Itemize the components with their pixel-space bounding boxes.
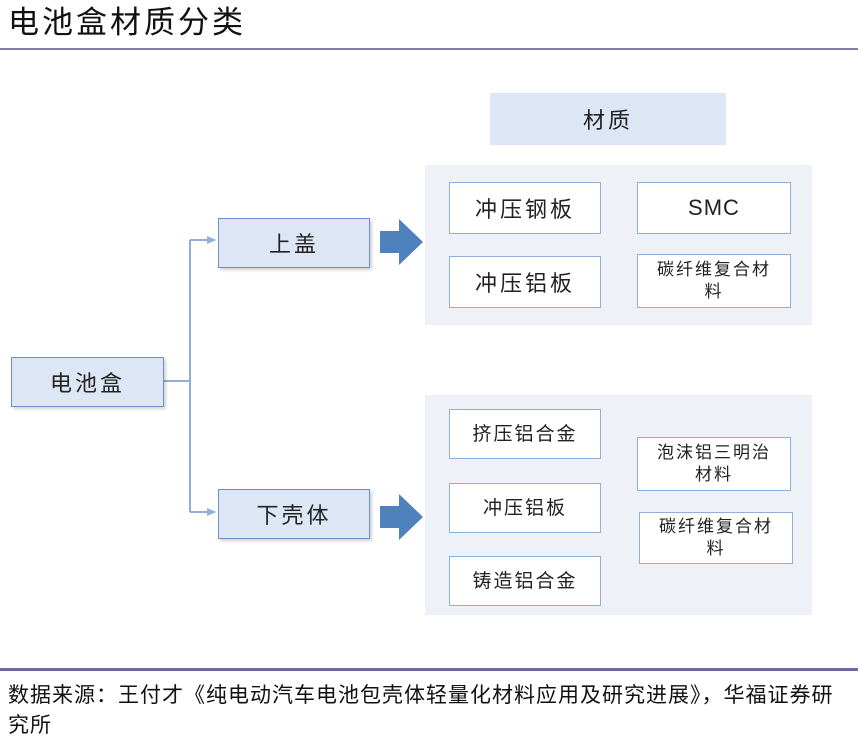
material-header: 材质	[490, 93, 726, 145]
material-item: 泡沫铝三明治材料	[637, 437, 791, 491]
material-item: 铸造铝合金	[449, 556, 601, 606]
material-item: 冲压铝板	[449, 483, 601, 533]
source-note: 数据来源：王付才《纯电动汽车电池包壳体轻量化材料应用及研究进展》，华福证券研究所	[8, 683, 834, 737]
lower-block-arrow	[380, 494, 423, 540]
material-item: 碳纤维复合材料	[637, 254, 791, 308]
title-divider	[0, 48, 858, 50]
page-title: 电池盒材质分类	[8, 5, 246, 41]
source-divider	[0, 668, 858, 671]
root-to-branch-connector	[164, 240, 191, 512]
battery-box-node: 电池盒	[11, 357, 164, 407]
material-item: 碳纤维复合材料	[639, 512, 793, 564]
lower-shell-node: 下壳体	[218, 489, 370, 539]
upper-cover-node: 上盖	[218, 218, 370, 268]
upper-block-arrow	[380, 219, 423, 265]
material-item: SMC	[637, 182, 791, 234]
material-item: 冲压铝板	[449, 256, 601, 308]
material-item: 冲压钢板	[449, 182, 601, 234]
material-item: 挤压铝合金	[449, 409, 601, 459]
